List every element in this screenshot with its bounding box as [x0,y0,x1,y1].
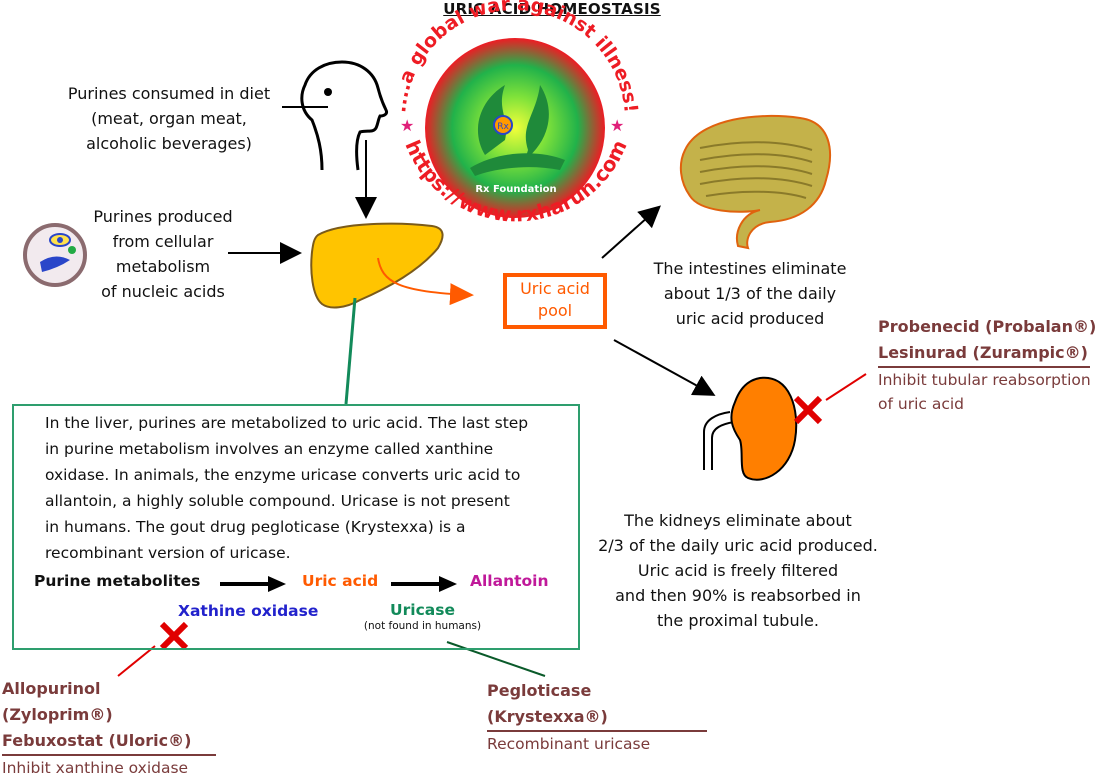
rx-foundation-logo: ....a global war against illness! Rx Rx … [388,0,642,227]
enzyme-xanthine-oxidase: Xathine oxidase [178,602,319,620]
liver-info-paragraph: In the liver, purines are metabolized to… [45,414,529,562]
xanthine-oxidase-inhibitors: Allopurinol (Zyloprim®) Febuxostat (Ulor… [2,676,216,780]
pathway-arrow-2 [391,576,457,592]
kidney-text: The kidneys eliminate about 2/3 of the d… [598,511,878,630]
pathway-allantoin: Allantoin [470,572,549,590]
cellular-text: Purines produced from cellular metabolis… [93,207,233,301]
uric-acid-pool-box [503,273,607,329]
liver-icon [310,222,444,309]
pathway-arrow-1 [220,576,286,592]
logo-star-right-icon: ★ [610,116,624,135]
liver-info-box [12,404,580,650]
block-x-xo-icon [159,621,189,651]
logo-star-left-icon: ★ [400,116,414,135]
cell-icon [23,223,87,287]
enzyme-uricase: Uricase (not found in humans) [363,601,482,632]
intestine-text: The intestines eliminate about 1/3 of th… [653,259,847,328]
block-x-kidney-icon [793,395,823,425]
uric-acid-pool-label: Uric acid pool [520,279,590,320]
head-icon [300,60,388,171]
svg-text:Rx Foundation: Rx Foundation [475,184,556,195]
svg-text:Rx: Rx [497,122,509,132]
uricase-drug: Pegloticase (Krystexxa®) Recombinant uri… [487,678,707,756]
intestines-icon [679,114,832,250]
pathway-purine-metabolites: Purine metabolites [34,572,201,590]
tubular-reabsorption-inhibitors: Probenecid (Probalan®) Lesinurad (Zuramp… [878,317,1097,413]
page-title: URIC ACID HOMEOSTASIS [443,0,661,18]
diet-text: Purines consumed in diet (meat, organ me… [67,84,271,153]
pathway-uric-acid: Uric acid [302,572,379,590]
diagram-graphics: ....a global war against illness! Rx Rx … [23,0,867,677]
head-eye-icon [324,88,332,96]
kidney-icon [703,376,798,481]
